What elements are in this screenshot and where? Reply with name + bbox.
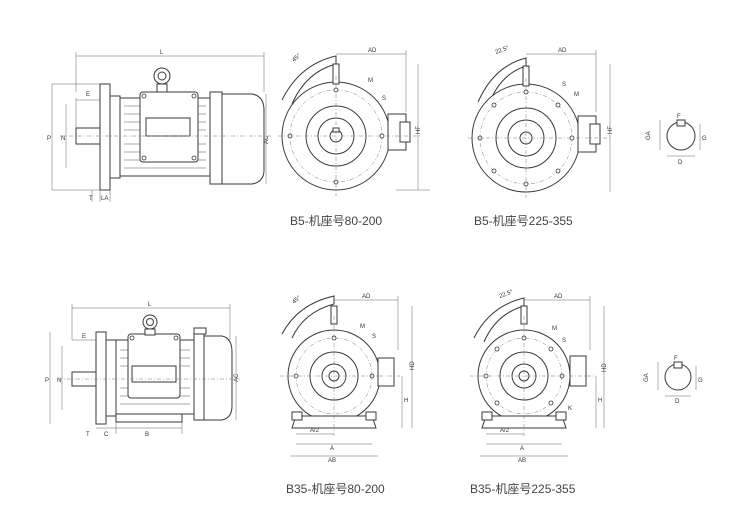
dim-label-AB-b35-2: AB	[518, 458, 526, 464]
lifting-eye-icon	[153, 67, 171, 85]
dim-label-HD-b35: HD	[410, 361, 416, 370]
dim-label-F: F	[677, 114, 681, 120]
dim-label-L-b35: L	[148, 302, 152, 308]
dim-label-H-b35-2: H	[598, 398, 602, 404]
brand-logo-text-b35: CDQC	[137, 370, 163, 379]
dim-label-HD-b35-2: HD	[602, 363, 608, 372]
dim-label-T-b35: T	[86, 432, 90, 438]
dim-label-G: G	[702, 136, 707, 142]
b35-front-view-80-200: 45° AD M S HD H A/2 A AB B35-机座号80-200	[280, 294, 416, 496]
caption-b5-80-200: B5-机座号80-200	[290, 213, 382, 228]
dim-label-E-b35: E	[82, 334, 86, 340]
dim-label-A-b35-2: A	[520, 446, 524, 452]
dim-label-T: T	[89, 196, 93, 202]
dim-label-N-b35: N	[57, 378, 61, 384]
dim-label-AD-b35-2: AD	[554, 294, 563, 300]
dim-label-H-b35: H	[404, 398, 408, 404]
dim-label-C-b35: C	[104, 432, 109, 438]
dim-label-AC-b35: AC	[234, 373, 240, 382]
dim-label-GA-b: GA	[644, 373, 650, 382]
dim-label-AD-2: AD	[558, 48, 567, 54]
lifting-stud-icon	[332, 63, 340, 85]
dim-label-M: M	[368, 78, 373, 84]
dim-label-N: N	[61, 136, 65, 142]
dim-label-A2-b35: A/2	[310, 428, 320, 434]
dim-label-E: E	[86, 92, 90, 98]
dim-label-HF: HF	[416, 126, 422, 134]
dim-label-A2-b35-2: A/2	[500, 428, 510, 434]
dim-label-AC: AC	[264, 135, 270, 144]
dim-label-G-b: G	[698, 378, 703, 384]
dim-label-D-b: D	[675, 399, 680, 405]
dim-label-S-2: S	[562, 82, 566, 88]
dim-label-L: L	[160, 50, 164, 56]
caption-b35-225-355: B35-机座号225-355	[470, 481, 576, 496]
dim-label-S: S	[382, 96, 386, 102]
shaft-section-bottom: D F GA G	[644, 356, 703, 405]
caption-b35-80-200: B35-机座号80-200	[286, 481, 385, 496]
dim-label-B-b35: B	[145, 432, 149, 438]
dim-label-S-b35: S	[372, 334, 376, 340]
dim-label-K-b35: K	[568, 406, 572, 412]
dim-label-angle-22-5: 22.5°	[495, 45, 511, 56]
dim-label-M-b35-2: M	[552, 326, 557, 332]
dim-label-angle-22-5-b35: 22.5°	[499, 289, 515, 300]
dim-label-P: P	[47, 136, 51, 142]
dim-label-AB-b35: AB	[328, 458, 336, 464]
dim-label-M-b35: M	[360, 324, 365, 330]
dim-label-S-b35-2: S	[562, 338, 566, 344]
b5-side-view: L E CDQC	[47, 50, 272, 202]
dim-label-D: D	[678, 160, 683, 166]
dim-label-AD-b35: AD	[362, 294, 371, 300]
b5-front-view-80-200: 45° AD M S HF B5-机座号80-200	[278, 48, 430, 228]
lifting-eye-icon-b35	[142, 314, 158, 330]
brand-logo-text: CDQC	[151, 123, 177, 132]
dim-label-AD: AD	[368, 48, 377, 54]
dim-label-P-b35: P	[45, 378, 49, 384]
b35-front-view-225-355: 22.5° AD M S K HD H A/2 A AB B	[470, 289, 608, 496]
dim-label-F-b: F	[674, 356, 678, 362]
dim-label-angle-45: 45°	[291, 53, 302, 64]
dim-label-angle-45-b35: 45°	[291, 295, 302, 306]
dim-label-A-b35: A	[330, 446, 334, 452]
dim-label-GA: GA	[646, 131, 652, 140]
dim-label-LA: LA	[101, 196, 108, 202]
shaft-section-top: D F GA G	[646, 114, 707, 166]
dim-label-M-2: M	[574, 92, 579, 98]
dim-label-HF-2: HF	[608, 126, 614, 134]
caption-b5-225-355: B5-机座号225-355	[474, 213, 573, 228]
b35-side-view: L E CDQC AC C B	[45, 302, 240, 438]
b5-front-view-225-355: 22.5° AD M S HF B5-机座号225-355	[468, 45, 614, 228]
